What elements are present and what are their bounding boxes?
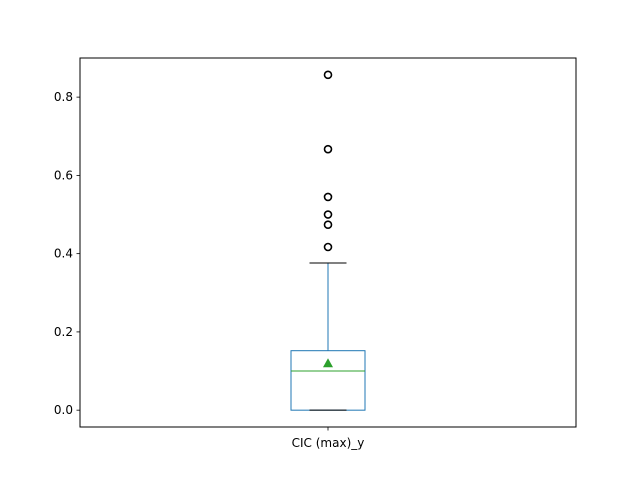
y-tick-label: 0.4 bbox=[54, 247, 73, 261]
x-tick-label: CIC (max)_y bbox=[292, 436, 365, 450]
y-tick-label: 0.0 bbox=[54, 403, 73, 417]
y-tick-label: 0.6 bbox=[54, 168, 73, 182]
outlier-point bbox=[323, 192, 333, 202]
y-axis-ticks: 0.0 0.2 0.4 0.6 0.8 bbox=[54, 90, 80, 417]
outlier-point bbox=[323, 242, 333, 252]
outlier-point bbox=[323, 144, 333, 154]
box-series bbox=[290, 70, 366, 411]
outlier-point bbox=[323, 70, 333, 80]
y-tick-label: 0.8 bbox=[54, 90, 73, 104]
plot-frame bbox=[79, 57, 577, 428]
outlier-point bbox=[323, 210, 333, 219]
y-tick-label: 0.2 bbox=[54, 325, 73, 339]
mean-marker bbox=[323, 358, 333, 368]
x-axis-ticks: CIC (max)_y bbox=[292, 427, 365, 450]
outlier-point bbox=[323, 220, 333, 229]
